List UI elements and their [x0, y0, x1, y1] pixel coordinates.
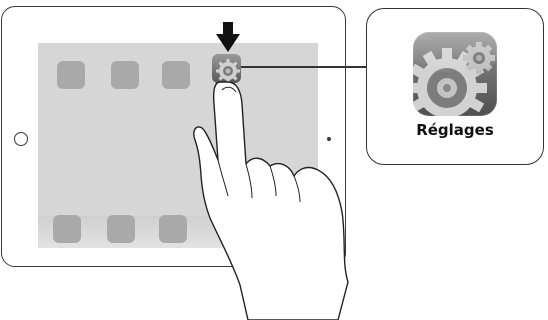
down-arrow-icon [216, 22, 240, 52]
dock-app-icon-placeholder[interactable] [53, 215, 81, 243]
app-icon-placeholder[interactable] [111, 61, 139, 89]
dock-app-icon-placeholder[interactable] [159, 215, 187, 243]
tablet-device [1, 6, 346, 267]
settings-gear-icon [413, 42, 495, 116]
home-screen [38, 43, 318, 248]
front-camera [327, 137, 331, 141]
settings-app-icon[interactable] [212, 54, 241, 83]
home-button[interactable] [14, 132, 28, 146]
settings-gear-icon [216, 59, 240, 83]
dock-app-icon-placeholder[interactable] [107, 215, 135, 243]
app-icon-placeholder[interactable] [162, 61, 190, 89]
app-icon-placeholder[interactable] [57, 61, 85, 89]
callout-connector [241, 66, 407, 68]
icon-gloss [413, 32, 497, 73]
settings-app-icon-large [413, 32, 497, 116]
settings-callout: Réglages [366, 8, 544, 165]
settings-label: Réglages [416, 121, 494, 139]
